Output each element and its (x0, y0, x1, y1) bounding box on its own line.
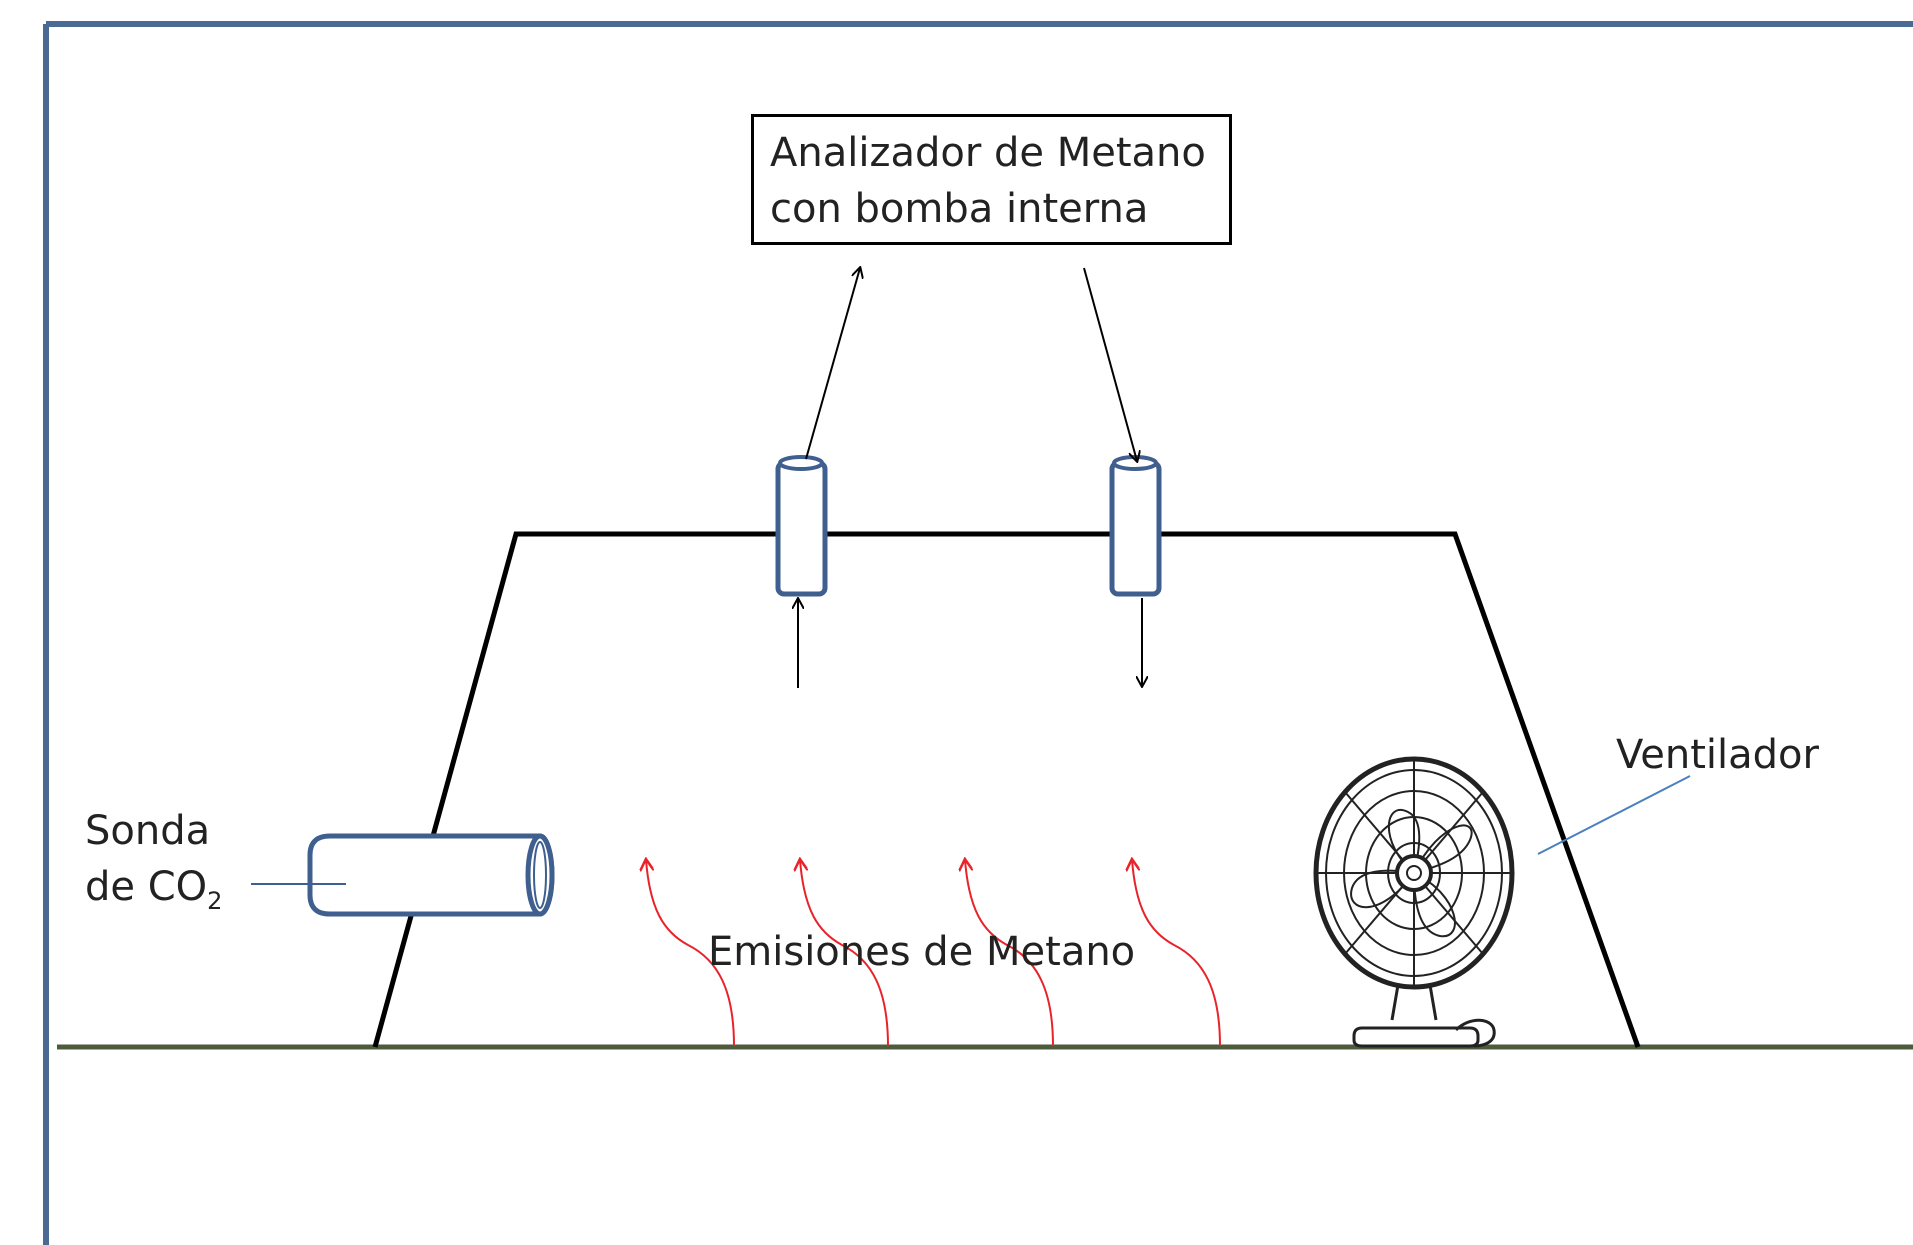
probe-label-subscript: 2 (207, 887, 223, 915)
probe-label-prefix: de CO (85, 864, 208, 910)
emission-arrow (800, 860, 889, 1047)
emission-arrow (646, 860, 735, 1047)
analyzer-label-line1: Analizador de Metano (770, 130, 1206, 176)
co2-probe-icon (307, 833, 555, 917)
methane-emission-arrows (646, 860, 1221, 1047)
outlet-port-right (1109, 455, 1162, 597)
emission-arrow (965, 860, 1054, 1047)
inlet-port-left (775, 455, 828, 597)
chamber-outline (372, 531, 1641, 1048)
arrow-to-analyzer (805, 268, 860, 460)
electric-fan-icon (1313, 756, 1515, 1048)
fan-label: Ventilador (1616, 732, 1819, 778)
emissions-label: Emisiones de Metano (708, 929, 1136, 975)
emission-arrow (1132, 860, 1221, 1047)
methane-analyzer-box: Analizador de Metano con bomba interna (751, 114, 1232, 245)
fan-leader-line (1537, 775, 1691, 855)
arrow-from-analyzer (1083, 267, 1137, 461)
analyzer-label-line2: con bomba interna (770, 186, 1149, 232)
outer-frame (43, 21, 1913, 1245)
probe-label-line2: de CO2 (85, 859, 222, 929)
probe-label-line1: Sonda (85, 808, 211, 854)
